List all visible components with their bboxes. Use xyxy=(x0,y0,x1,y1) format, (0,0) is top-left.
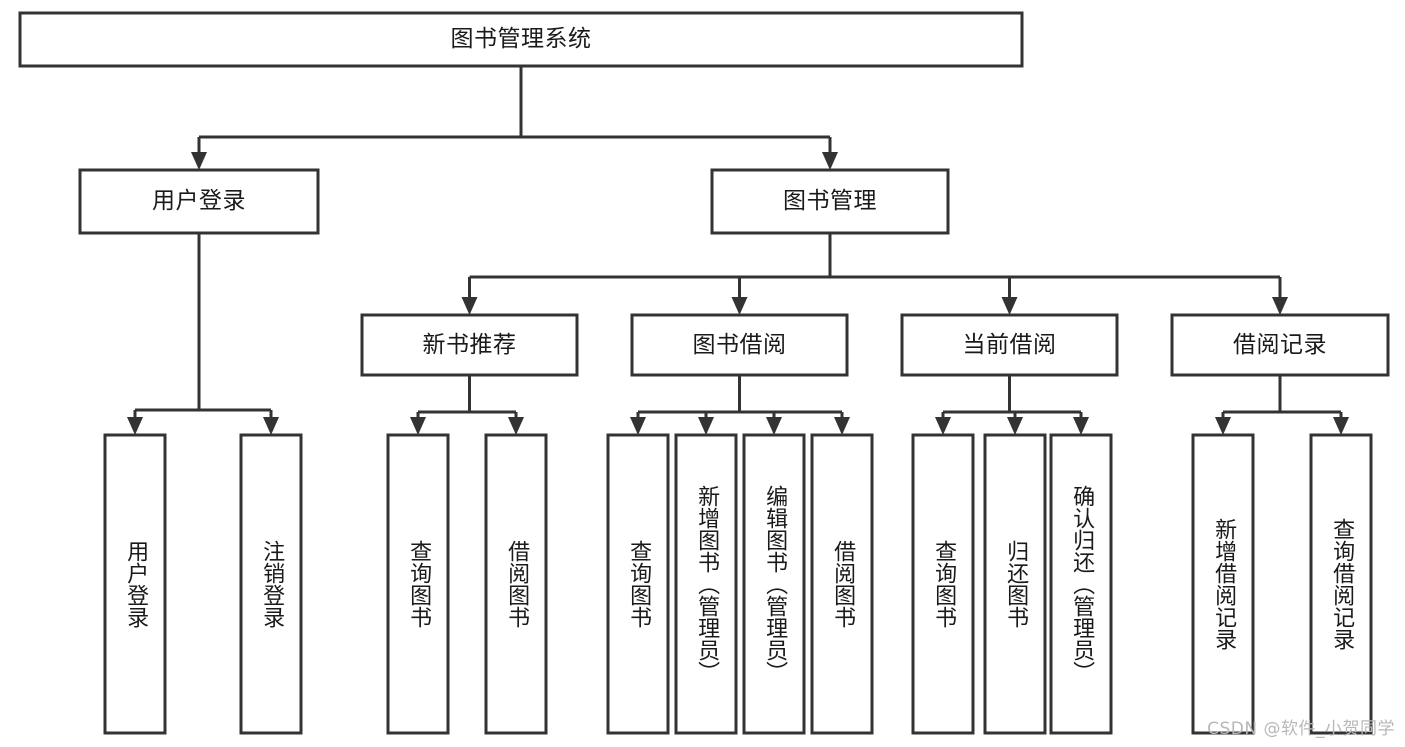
arrow-head-icon-leaf-logout xyxy=(263,417,279,435)
arrow-head-icon-leaf-edit-book-admin xyxy=(766,417,782,435)
node-box-leaf-add-book-admin[interactable] xyxy=(674,433,738,735)
node-box-leaf-query-book-new[interactable] xyxy=(386,433,450,735)
arrow-head-icon-leaf-return-book xyxy=(1007,417,1023,435)
node-box-current-borrow[interactable] xyxy=(900,313,1119,377)
arrow-head-icon-book-manage xyxy=(822,152,838,170)
node-box-book-borrow[interactable] xyxy=(630,313,849,377)
node-box-leaf-query-borrow-record[interactable] xyxy=(1309,433,1373,735)
node-box-borrow-record[interactable] xyxy=(1170,313,1390,377)
node-box-new-book-recommend[interactable] xyxy=(360,313,579,377)
node-box-leaf-borrow-book-new[interactable] xyxy=(484,433,548,735)
node-box-book-manage[interactable] xyxy=(710,168,950,235)
arrow-head-icon-leaf-add-book-admin xyxy=(698,417,714,435)
connectors-layer xyxy=(127,66,1349,435)
node-box-user-login[interactable] xyxy=(78,168,320,235)
node-boxes-layer xyxy=(18,11,1390,735)
arrow-head-icon-leaf-query-borrow-record xyxy=(1333,417,1349,435)
node-box-leaf-query-book-current[interactable] xyxy=(911,433,975,735)
arrow-head-icon-borrow-record xyxy=(1272,297,1288,315)
arrow-head-icon-leaf-user-login xyxy=(127,417,143,435)
node-box-leaf-add-borrow-record[interactable] xyxy=(1191,433,1255,735)
arrow-head-icon-book-borrow xyxy=(731,297,748,315)
node-box-leaf-user-login[interactable] xyxy=(103,433,167,735)
arrow-head-icon-current-borrow xyxy=(1001,297,1018,315)
arrow-head-icon-leaf-query-book-borrow xyxy=(630,417,646,435)
node-box-leaf-query-book-borrow[interactable] xyxy=(606,433,670,735)
node-box-leaf-confirm-return-admin[interactable] xyxy=(1049,433,1113,735)
node-box-root[interactable] xyxy=(18,11,1024,68)
arrow-head-icon-leaf-query-book-new xyxy=(410,417,426,435)
arrow-head-icon-leaf-borrow-book xyxy=(834,417,850,435)
arrow-head-icon-new-book-recommend xyxy=(461,297,478,315)
arrow-head-icon-leaf-add-borrow-record xyxy=(1215,417,1231,435)
node-box-leaf-borrow-book[interactable] xyxy=(810,433,874,735)
arrow-head-icon-leaf-query-book-current xyxy=(935,417,951,435)
arrow-head-icon-leaf-confirm-return-admin xyxy=(1073,417,1089,435)
node-box-leaf-edit-book-admin[interactable] xyxy=(742,433,806,735)
node-box-leaf-logout[interactable] xyxy=(239,433,303,735)
node-box-leaf-return-book[interactable] xyxy=(983,433,1047,735)
arrow-head-icon-leaf-borrow-book-new xyxy=(508,417,524,435)
arrow-head-icon-user-login xyxy=(191,152,207,170)
